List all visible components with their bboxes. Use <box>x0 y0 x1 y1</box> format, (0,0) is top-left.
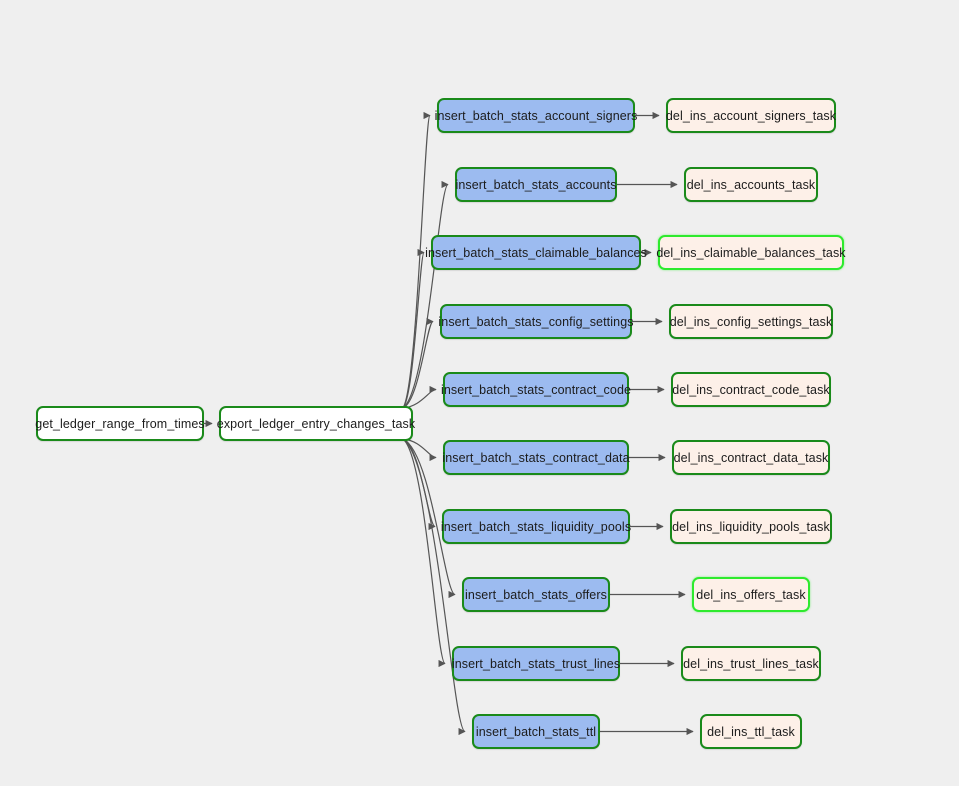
graph-node-del_ins_claimable_balances_task[interactable]: del_ins_claimable_balances_task <box>656 235 846 270</box>
graph-edge-export_ledger_entry_changes_task--insert_batch_stats_accounts <box>402 181 449 409</box>
graph-node-label: export_ledger_entry_changes_task <box>216 416 416 431</box>
graph-node-insert_batch_stats_ttl[interactable]: insert_batch_stats_ttl <box>472 714 600 749</box>
graph-node-label: del_ins_accounts_task <box>686 177 816 192</box>
graph-node-insert_batch_stats_config_settings[interactable]: insert_batch_stats_config_settings <box>438 304 634 339</box>
graph-node-del_ins_config_settings_task[interactable]: del_ins_config_settings_task <box>669 304 833 339</box>
graph-node-del_ins_liquidity_pools_task[interactable]: del_ins_liquidity_pools_task <box>670 509 832 544</box>
graph-node-label: del_ins_offers_task <box>696 587 806 602</box>
graph-edge-export_ledger_entry_changes_task--insert_batch_stats_contract_code <box>402 385 437 409</box>
graph-edge-export_ledger_entry_changes_task--insert_batch_stats_ttl <box>402 438 466 735</box>
graph-node-label: del_ins_liquidity_pools_task <box>672 519 830 534</box>
graph-node-label: del_ins_account_signers_task <box>665 108 837 123</box>
graph-node-insert_batch_stats_trust_lines[interactable]: insert_batch_stats_trust_lines <box>452 646 620 681</box>
graph-node-insert_batch_stats_liquidity_pools[interactable]: insert_batch_stats_liquidity_pools <box>440 509 632 544</box>
graph-node-del_ins_ttl_task[interactable]: del_ins_ttl_task <box>700 714 802 749</box>
graph-node-label: del_ins_config_settings_task <box>669 314 833 329</box>
graph-node-insert_batch_stats_claimable_balances[interactable]: insert_batch_stats_claimable_balances <box>425 235 647 270</box>
graph-edge-export_ledger_entry_changes_task--insert_batch_stats_claimable_balances <box>402 249 425 409</box>
graph-node-label: del_ins_contract_data_task <box>673 450 829 465</box>
graph-node-insert_batch_stats_contract_code[interactable]: insert_batch_stats_contract_code <box>440 372 632 407</box>
graph-node-insert_batch_stats_offers[interactable]: insert_batch_stats_offers <box>462 577 610 612</box>
graph-node-del_ins_trust_lines_task[interactable]: del_ins_trust_lines_task <box>681 646 821 681</box>
graph-node-del_ins_contract_code_task[interactable]: del_ins_contract_code_task <box>671 372 831 407</box>
graph-node-insert_batch_stats_account_signers[interactable]: insert_batch_stats_account_signers <box>434 98 638 133</box>
graph-node-label: insert_batch_stats_contract_code <box>440 382 632 397</box>
graph-node-del_ins_accounts_task[interactable]: del_ins_accounts_task <box>684 167 818 202</box>
graph-node-get_ledger_range_from_times[interactable]: get_ledger_range_from_times <box>35 406 205 441</box>
graph-node-label: del_ins_contract_code_task <box>672 382 830 397</box>
graph-edge-export_ledger_entry_changes_task--insert_batch_stats_account_signers <box>402 112 431 409</box>
graph-edge-export_ledger_entry_changes_task--insert_batch_stats_contract_data <box>402 438 437 462</box>
graph-node-label: del_ins_ttl_task <box>707 724 795 739</box>
graph-node-label: insert_batch_stats_claimable_balances <box>425 245 647 260</box>
graph-node-del_ins_account_signers_task[interactable]: del_ins_account_signers_task <box>666 98 836 133</box>
graph-edge-export_ledger_entry_changes_task--insert_batch_stats_trust_lines <box>402 438 446 667</box>
graph-node-label: insert_batch_stats_offers <box>465 587 607 602</box>
graph-node-label: insert_batch_stats_ttl <box>475 724 597 739</box>
graph-node-export_ledger_entry_changes_task[interactable]: export_ledger_entry_changes_task <box>216 406 416 441</box>
graph-node-insert_batch_stats_accounts[interactable]: insert_batch_stats_accounts <box>455 167 617 202</box>
graph-node-label: insert_batch_stats_trust_lines <box>451 656 621 671</box>
graph-node-label: get_ledger_range_from_times <box>35 416 205 431</box>
graph-node-label: insert_batch_stats_config_settings <box>438 314 634 329</box>
graph-node-insert_batch_stats_contract_data[interactable]: insert_batch_stats_contract_data <box>442 440 630 475</box>
graph-node-del_ins_contract_data_task[interactable]: del_ins_contract_data_task <box>672 440 830 475</box>
graph-edge-export_ledger_entry_changes_task--insert_batch_stats_config_settings <box>402 317 434 409</box>
graph-node-label: del_ins_claimable_balances_task <box>656 245 846 260</box>
graph-node-label: insert_batch_stats_contract_data <box>442 450 630 465</box>
graph-node-label: del_ins_trust_lines_task <box>683 656 819 671</box>
graph-node-del_ins_offers_task[interactable]: del_ins_offers_task <box>692 577 810 612</box>
graph-node-label: insert_batch_stats_account_signers <box>434 108 638 123</box>
graph-node-label: insert_batch_stats_liquidity_pools <box>440 519 632 534</box>
graph-node-label: insert_batch_stats_accounts <box>455 177 617 192</box>
graph-edge-export_ledger_entry_changes_task--insert_batch_stats_liquidity_pools <box>402 438 436 531</box>
